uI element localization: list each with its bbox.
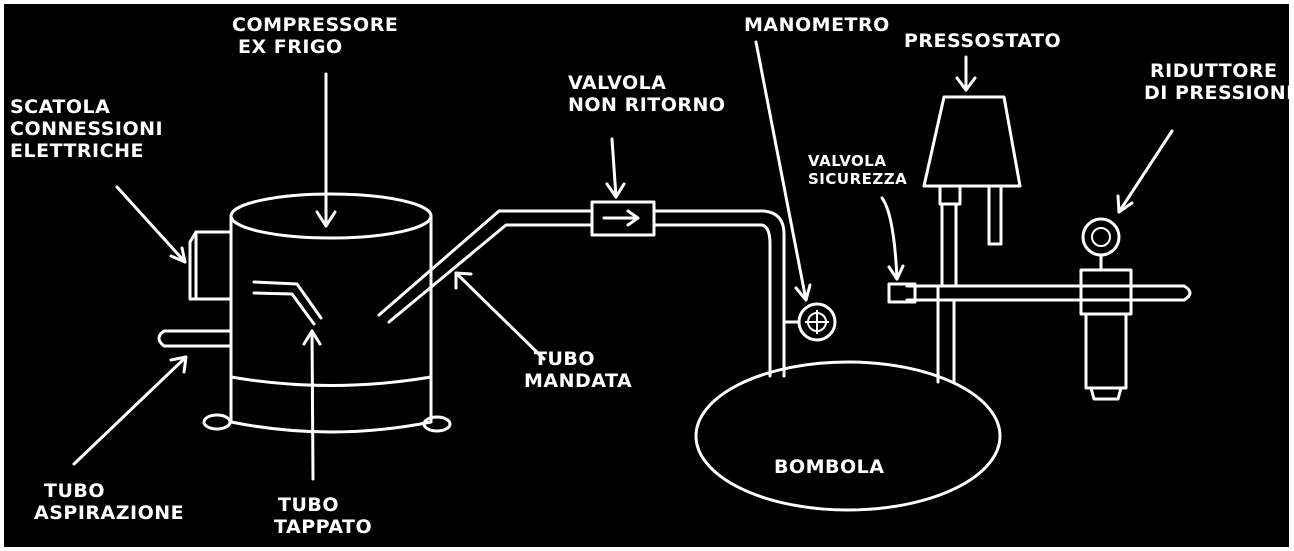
label-line: VALVOLA — [808, 152, 887, 170]
electrical-box — [188, 230, 233, 301]
label-line: NON RITORNO — [568, 94, 726, 116]
label-bombola: BOMBOLA — [774, 456, 885, 478]
label-line: TUBO — [278, 494, 340, 516]
label-pressostato: PRESSOSTATO — [904, 30, 1061, 52]
pressure-reducer — [1079, 217, 1133, 401]
arrows — [72, 40, 1174, 481]
label-line: SICUREZZA — [808, 170, 908, 188]
label-line: SCATOLA — [10, 96, 111, 118]
label-valvola-non-ritorno: VALVOLA NON RITORNO — [568, 72, 726, 116]
pressure-gauge — [782, 302, 837, 342]
label-line: CONNESSIONI — [10, 118, 164, 140]
label-line: TAPPATO — [274, 516, 373, 538]
compressor — [202, 192, 452, 434]
label-line: ASPIRAZIONE — [34, 502, 185, 524]
label-line: RIDUTTORE — [1150, 60, 1278, 82]
diagram-board: COMPRESSORE EX FRIGO SCATOLA CONNESSIONI… — [4, 4, 1289, 547]
label-line: VALVOLA — [568, 72, 667, 94]
label-compressore: COMPRESSORE EX FRIGO — [232, 14, 398, 58]
label-line: DI PRESSIONE — [1144, 82, 1289, 104]
cylinder — [694, 360, 1002, 512]
suction-pipe — [157, 329, 233, 348]
label-scatola: SCATOLA CONNESSIONI ELETTRICHE — [10, 96, 163, 162]
label-line: PRESSOSTATO — [904, 30, 1062, 52]
label-line: ELETTRICHE — [10, 140, 144, 162]
label-line: MANDATA — [524, 370, 633, 392]
label-riduttore: RIDUTTORE DI PRESSIONE — [1144, 60, 1289, 104]
label-line: TUBO — [534, 348, 596, 370]
pressure-switch — [922, 95, 1022, 384]
label-tubo-mandata: TUBO MANDATA — [524, 348, 632, 392]
label-tubo-tappato: TUBO TAPPATO — [274, 494, 372, 538]
label-line: COMPRESSORE — [232, 14, 399, 36]
label-manometro: MANOMETRO — [744, 14, 890, 36]
delivery-pipe — [377, 209, 786, 378]
label-tubo-aspirazione: TUBO ASPIRAZIONE — [34, 480, 184, 524]
diagram-drawing — [72, 40, 1192, 512]
label-line: TUBO — [44, 480, 106, 502]
plugged-pipe — [252, 280, 323, 326]
non-return-valve — [590, 200, 656, 237]
manifold — [887, 282, 1192, 304]
label-line: EX FRIGO — [238, 36, 343, 58]
label-valvola-sicurezza: VALVOLA SICUREZZA — [808, 152, 907, 188]
label-line: MANOMETRO — [744, 14, 890, 36]
label-line: BOMBOLA — [774, 456, 885, 478]
